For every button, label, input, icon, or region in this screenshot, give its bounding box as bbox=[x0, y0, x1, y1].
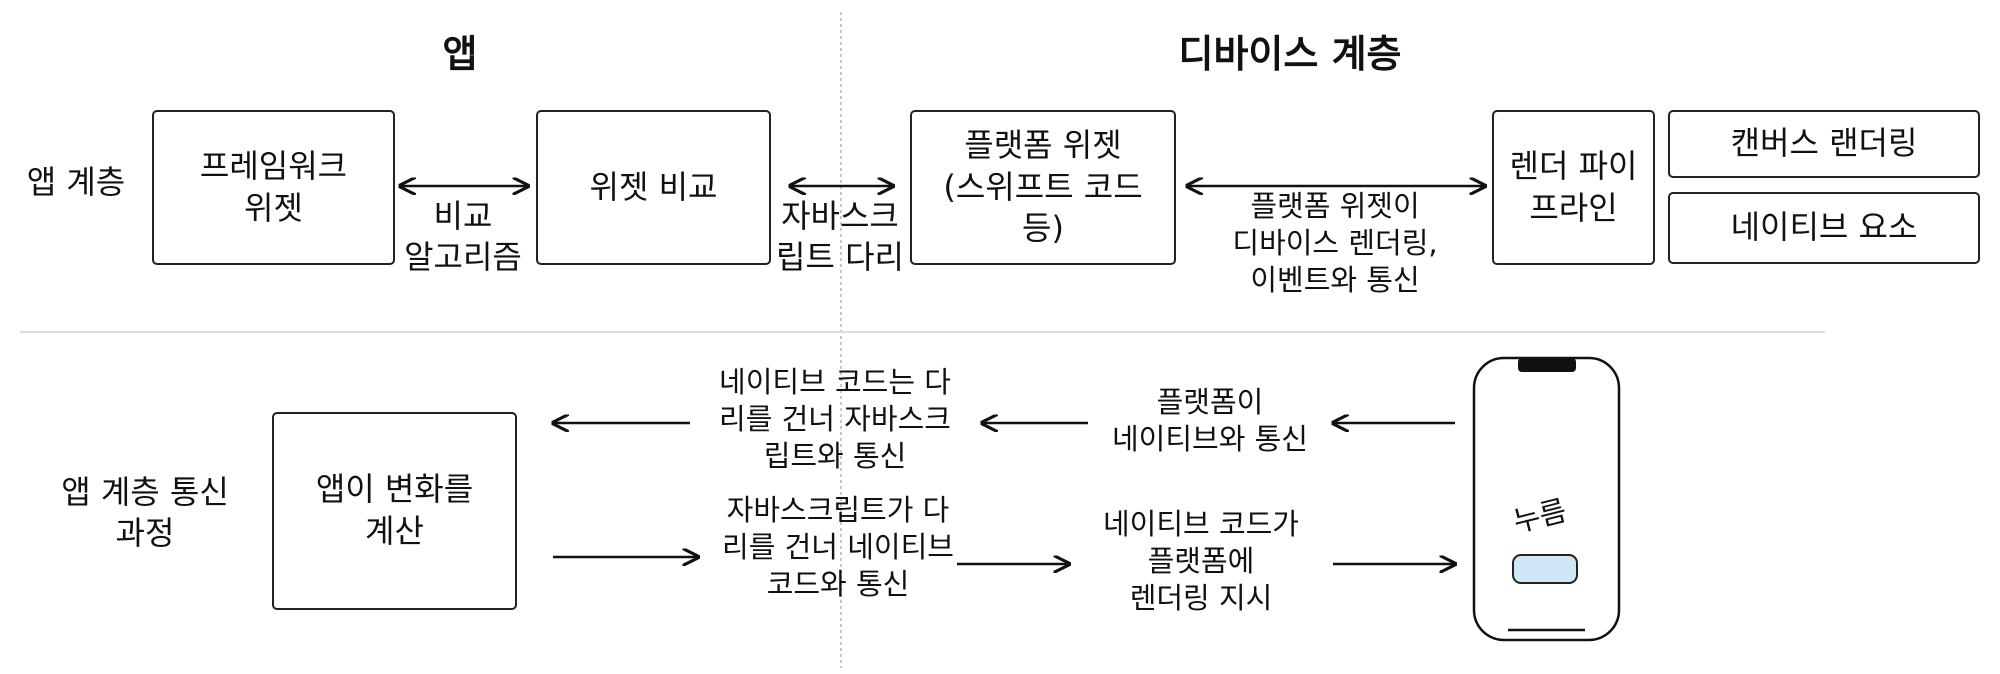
widget-compare-box: 위젯 비교 bbox=[536, 110, 771, 265]
platform-to-native-label: 플랫폼이 네이티브와 통신 bbox=[1112, 385, 1308, 457]
native-to-platform-label: 네이티브 코드가 플랫폼에 렌더링 지시 bbox=[1103, 507, 1299, 616]
platform-comm-label: 플랫폼 위젯이 디바이스 렌더링, 이벤트와 통신 bbox=[1232, 189, 1438, 298]
native-element-box: 네이티브 요소 bbox=[1668, 192, 1980, 264]
app-compute-box: 앱이 변화를 계산 bbox=[272, 412, 517, 610]
canvas-rendering-box: 캔버스 랜더링 bbox=[1668, 110, 1980, 178]
phone-notch bbox=[1518, 358, 1576, 372]
app-header: 앱 bbox=[442, 32, 478, 76]
phone-tap-button bbox=[1512, 554, 1578, 584]
compare-algorithm-label: 비교 알고리즘 bbox=[404, 197, 522, 276]
app-layer-row-label: 앱 계층 bbox=[26, 163, 126, 201]
js-bridge-label: 자바스크 립트 다리 bbox=[776, 197, 904, 276]
app-comm-row-label: 앱 계층 통신 과정 bbox=[61, 473, 229, 552]
device-layer-header: 디바이스 계층 bbox=[1178, 32, 1402, 76]
js-to-native-label: 자바스크립트가 다 리를 건너 네이티브 코드와 통신 bbox=[722, 493, 954, 602]
framework-widget-box: 프레임워크 위젯 bbox=[152, 110, 395, 265]
platform-widget-box: 플랫폼 위젯 (스위프트 코드 등) bbox=[910, 110, 1176, 265]
native-to-js-label: 네이티브 코드는 다 리를 건너 자바스크 립트와 통신 bbox=[719, 365, 951, 474]
render-pipeline-box: 렌더 파이 프라인 bbox=[1492, 110, 1655, 265]
